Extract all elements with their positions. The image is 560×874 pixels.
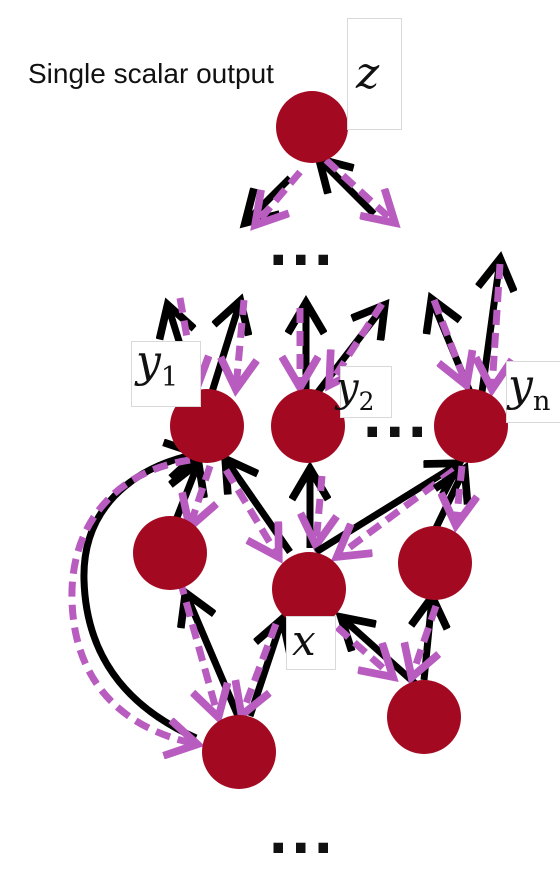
backward-arrow — [242, 622, 280, 714]
label-y2-sub: 2 — [358, 386, 375, 416]
node-z — [276, 91, 348, 163]
forward-arrow — [246, 620, 282, 718]
ellipsis-middle: ... — [362, 387, 430, 450]
backward-arrow — [323, 157, 394, 222]
forward-arrow — [320, 160, 377, 217]
backward-arrow — [412, 604, 436, 676]
label-yn: yn — [508, 364, 550, 415]
node-yn — [434, 389, 508, 463]
label-y1-box — [131, 341, 201, 407]
node-x — [272, 552, 346, 626]
label-yn-base: y — [508, 360, 533, 411]
label-y1: y1 — [136, 340, 178, 391]
edges-layer — [68, 157, 500, 744]
label-x-box — [286, 616, 336, 670]
node-left — [133, 516, 207, 590]
label-y2-box — [340, 366, 392, 418]
node-y2 — [271, 389, 345, 463]
backward-arrow — [236, 299, 244, 388]
ellipsis-bottom: ... — [268, 803, 336, 866]
forward-arrow — [226, 460, 293, 554]
backward-arrow — [223, 468, 278, 556]
ellipsis-top: ... — [268, 215, 336, 278]
backward-arrow — [256, 169, 303, 224]
backward-arrow — [176, 579, 218, 716]
backward-arrow — [190, 464, 210, 526]
backward-arrow — [456, 465, 462, 524]
node-y1 — [170, 389, 244, 463]
label-yn-box — [506, 361, 560, 423]
nodes-layer — [133, 91, 508, 789]
forward-arrow — [482, 260, 500, 393]
label-z: z — [356, 48, 380, 99]
label-x: x — [292, 616, 316, 665]
label-y2-base: y — [336, 365, 359, 411]
label-z-box — [347, 18, 402, 130]
label-y1-sub: 1 — [160, 361, 179, 393]
backward-arrow — [430, 298, 466, 384]
forward-arrow — [208, 302, 240, 394]
diagram-caption: Single scalar output — [28, 58, 274, 89]
forward-arrow — [342, 618, 421, 689]
node-bottom-left — [202, 715, 276, 789]
node-right — [398, 526, 472, 600]
label-y1-base: y — [136, 336, 161, 387]
backward-arrow — [492, 263, 500, 388]
backward-arrow — [317, 609, 392, 676]
node-bottom-right — [387, 680, 461, 754]
label-yn-sub: n — [532, 385, 551, 417]
label-y2: y2 — [336, 365, 374, 414]
forward-arrow — [80, 454, 196, 742]
backward-arrow — [330, 302, 385, 384]
backward-arrow — [316, 475, 322, 544]
